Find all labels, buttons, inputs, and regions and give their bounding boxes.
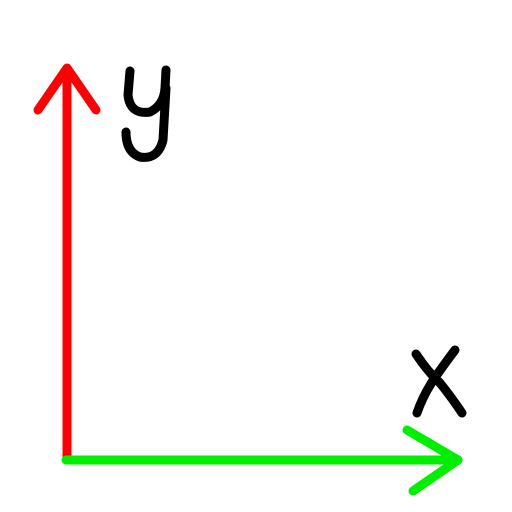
- x-label-stroke: [411, 345, 467, 418]
- y-axis: [33, 63, 101, 463]
- y-label-stroke: [121, 65, 171, 162]
- x-axis: [61, 425, 463, 496]
- y-axis-label: [121, 65, 171, 162]
- x-axis-label: [411, 345, 467, 418]
- y-axis-arrowhead: [33, 63, 101, 115]
- x-axis-arrowhead: [402, 425, 463, 496]
